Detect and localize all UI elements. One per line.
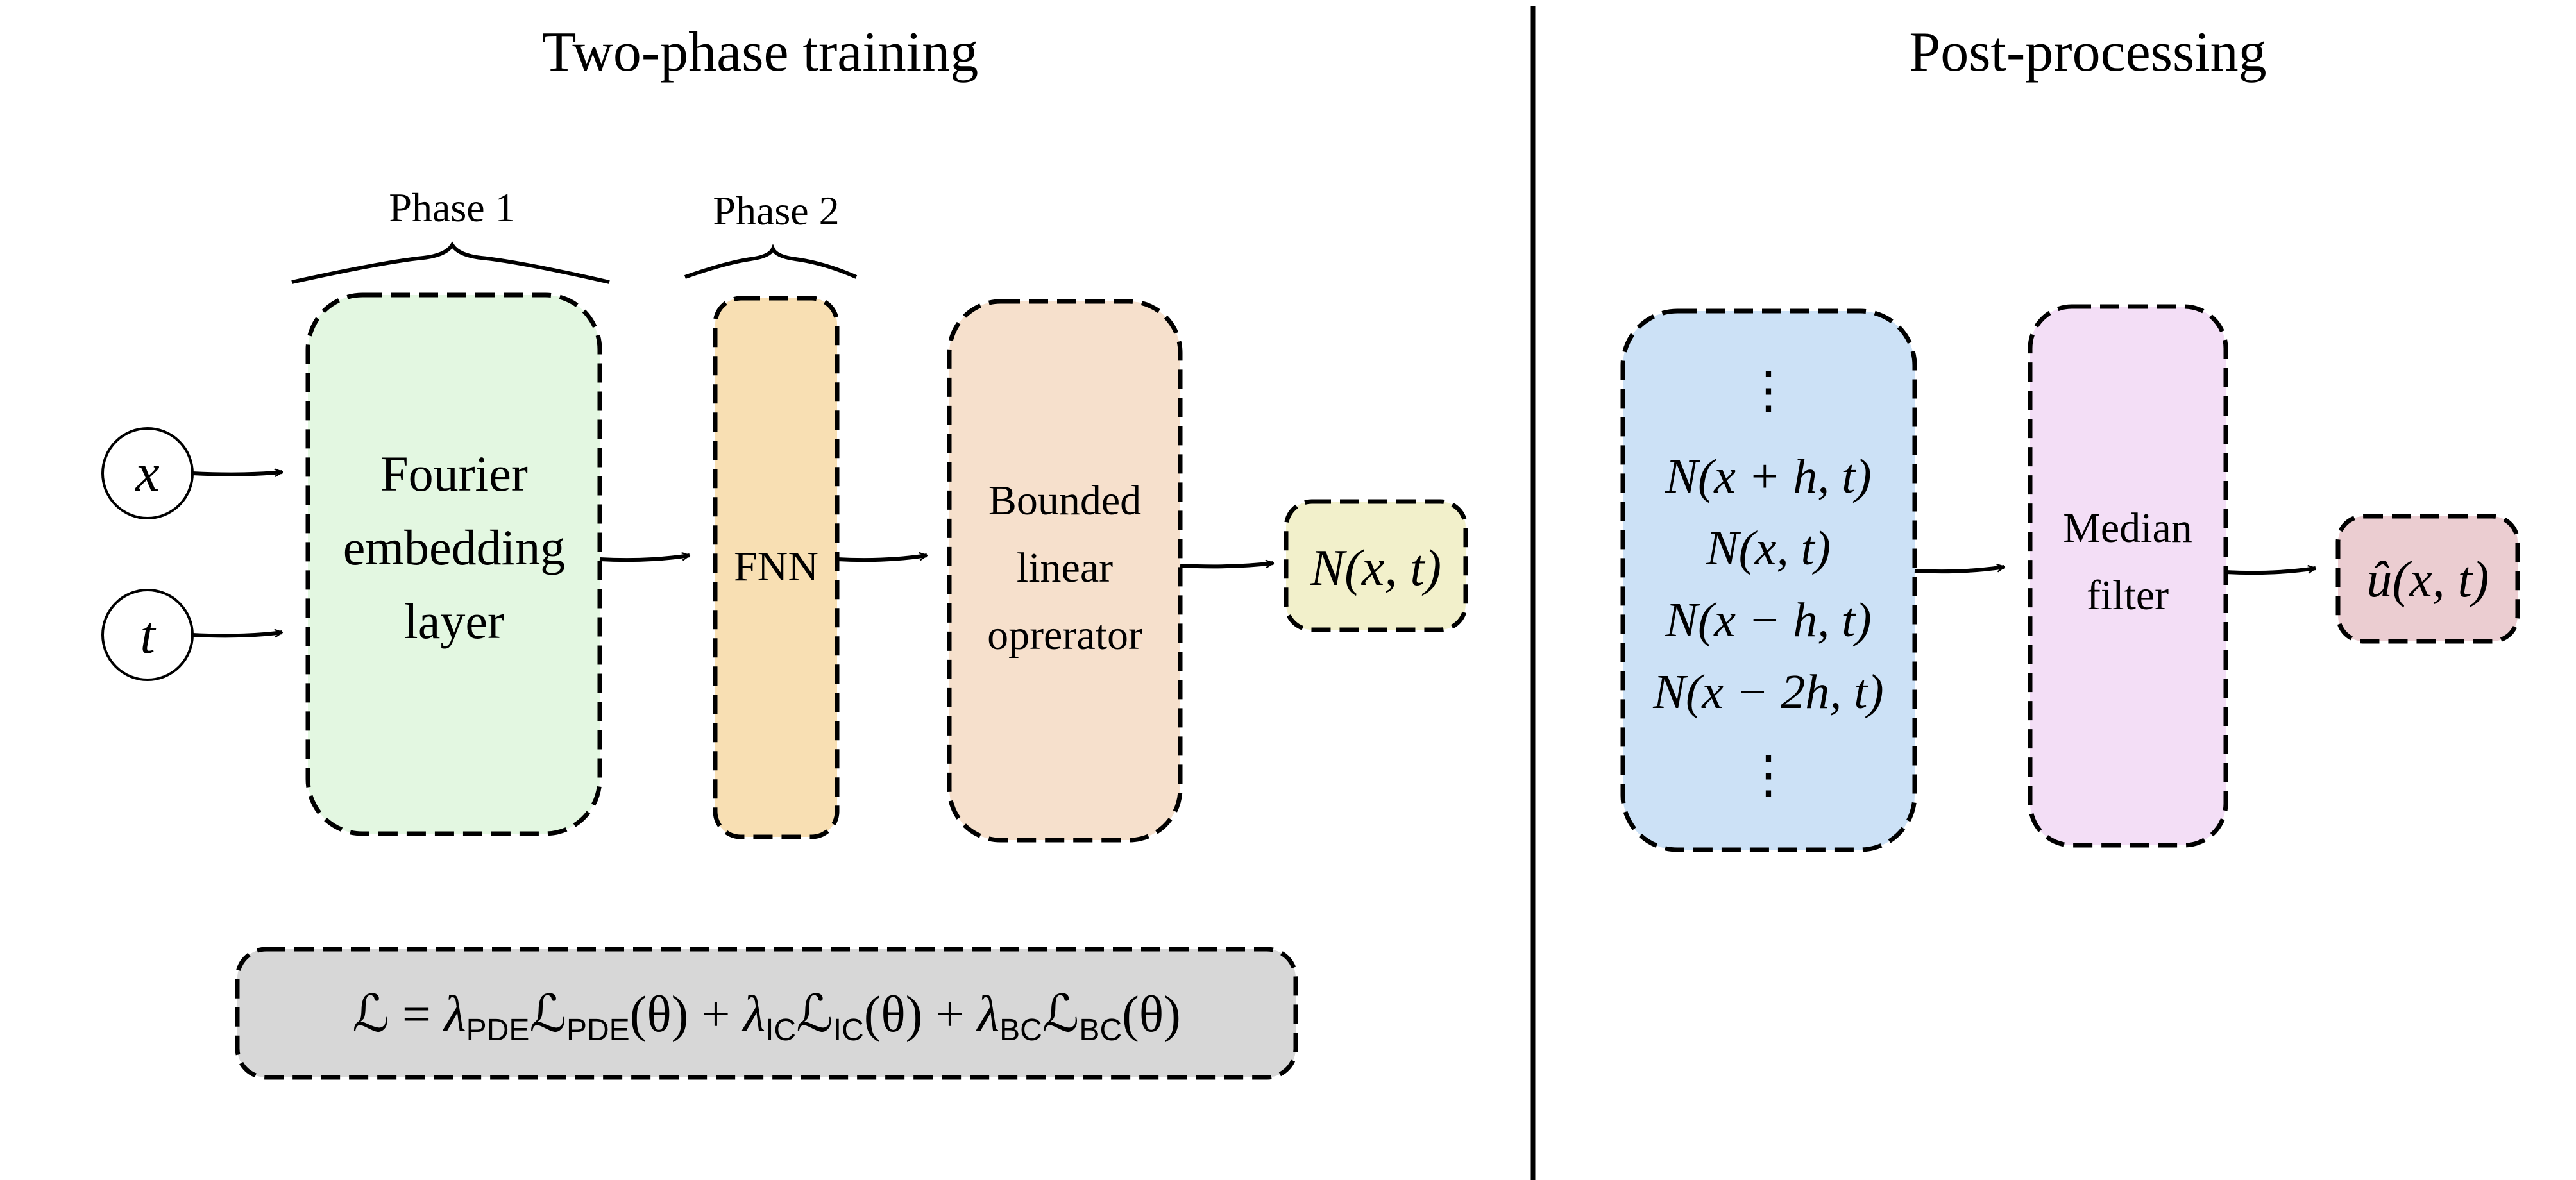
median-filter-block <box>2028 304 2228 848</box>
input-x-node: x <box>101 427 194 519</box>
network-output-args: (x, t) <box>1344 540 1441 596</box>
final-output-block <box>2335 514 2520 644</box>
loss-function-block <box>235 947 1298 1080</box>
network-output-N: N <box>1310 540 1348 596</box>
stencil-dots-top: ⋮ <box>1743 362 1794 419</box>
final-output-u: û <box>2366 552 2392 608</box>
fourier-embedding-label-2: embedding <box>343 519 566 575</box>
stencil-row-2: N(x, t) <box>1706 521 1831 575</box>
median-filter-label-1: Median <box>2063 505 2192 552</box>
phase1-label: Phase 1 <box>389 185 515 230</box>
input-t-node: t <box>101 589 194 681</box>
final-output-label: û(x, t) <box>2366 552 2489 608</box>
input-x-label: x <box>134 443 159 503</box>
fnn-block <box>713 296 840 839</box>
bounded-operator-label-1: Bounded <box>988 477 1141 524</box>
loss-symbol: ℒ <box>352 986 389 1043</box>
arrow-fnn-to-bounded <box>836 555 927 562</box>
fourier-embedding-block <box>305 292 602 836</box>
arrow-fourier-to-fnn <box>599 555 690 562</box>
arrow-stencil-to-median <box>1914 567 2004 574</box>
phase2-label: Phase 2 <box>713 188 839 233</box>
fnn-label: FNN <box>734 543 818 590</box>
bounded-operator-label-3: oprerator <box>987 612 1142 659</box>
bounded-linear-operator-block <box>947 299 1183 843</box>
fourier-embedding-label-3: layer <box>404 593 504 649</box>
stencil-row-3: N(x − h, t) <box>1665 593 1871 647</box>
section-title-postprocessing: Post-processing <box>1909 21 2266 83</box>
stencil-evaluation-block <box>1620 308 1917 852</box>
stencil-dots-bottom: ⋮ <box>1743 747 1794 804</box>
arrow-x-to-fourier <box>192 472 282 475</box>
arrow-median-to-final <box>2225 568 2316 575</box>
median-filter-label-2: filter <box>2087 572 2169 619</box>
arrow-t-to-fourier <box>192 632 282 638</box>
stencil-row-4: N(x − 2h, t) <box>1652 665 1883 719</box>
fourier-embedding-label-1: Fourier <box>380 446 528 501</box>
final-output-args: (x, t) <box>2392 552 2489 608</box>
phase1-brace <box>291 241 610 284</box>
arrow-bounded-to-output <box>1180 563 1273 569</box>
section-title-training: Two-phase training <box>542 21 979 83</box>
loss-function-equation: ℒ = λPDEℒPDE(θ) + λICℒIC(θ) + λBCℒBC(θ) <box>352 986 1180 1047</box>
stencil-row-1: N(x + h, t) <box>1665 450 1871 503</box>
network-output-block <box>1284 499 1468 632</box>
network-output-label: N(x, t) <box>1310 540 1441 596</box>
phase2-brace <box>684 244 858 279</box>
input-t-label: t <box>140 605 157 665</box>
bounded-operator-label-2: linear <box>1017 544 1113 591</box>
